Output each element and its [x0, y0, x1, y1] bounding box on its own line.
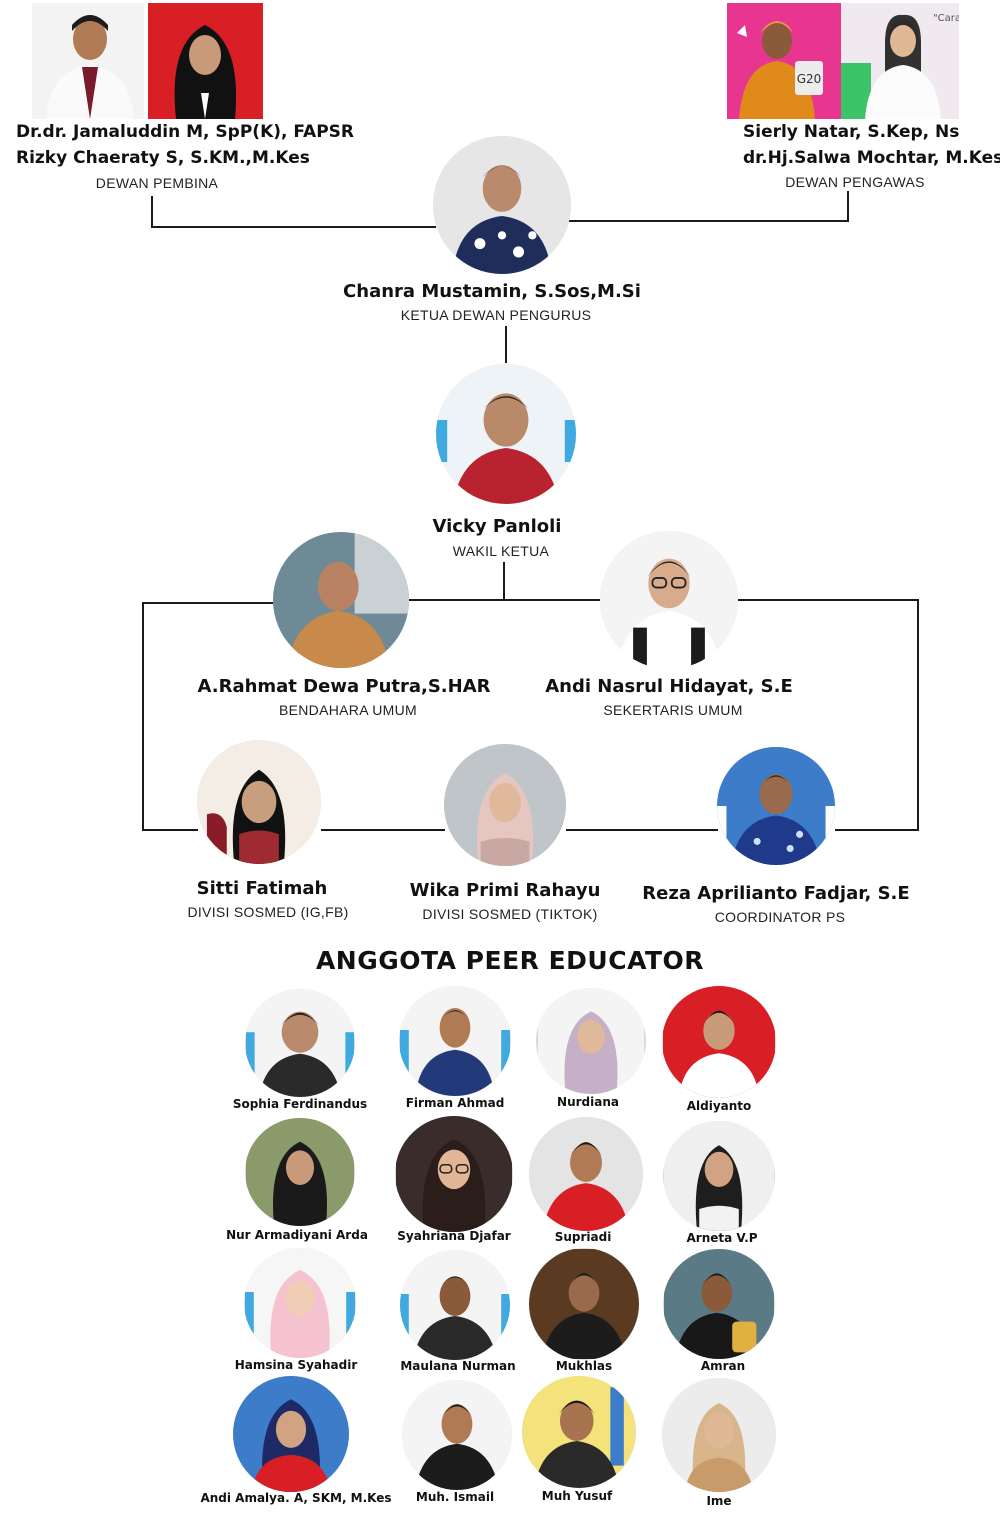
member-photo — [245, 989, 355, 1097]
ketua-photo — [433, 136, 571, 274]
member-photo — [529, 1248, 639, 1360]
member-name: Sophia Ferdinandus — [232, 1097, 368, 1111]
member-name: Muh Yusuf — [541, 1489, 613, 1503]
connector-bottom-horizontal-mid — [321, 829, 445, 831]
member-name: Mukhlas — [555, 1359, 613, 1373]
divisi-name-3: Reza Aprilianto Fadjar, S.E — [642, 883, 910, 904]
member-photo — [662, 1378, 776, 1492]
divisi-name-1: Sitti Fatimah — [196, 878, 328, 899]
sekretaris-role: SEKERTARIS UMUM — [603, 702, 743, 718]
divisi-photo-1 — [197, 740, 321, 864]
connector-bottom-horizontal-right — [835, 829, 919, 831]
connector-pembina-horizontal — [151, 226, 436, 228]
pengawas-name-1: Sierly Natar, S.Kep, Ns — [743, 122, 960, 142]
connector-pembina-vertical — [151, 196, 153, 228]
connector-right-vertical — [917, 599, 919, 831]
divisi-name-2: Wika Primi Rahayu — [409, 880, 601, 901]
connector-left-vertical — [142, 602, 144, 831]
member-name: Firman Ahmad — [405, 1096, 505, 1110]
divisi-role-3: COORDINATOR PS — [714, 909, 846, 925]
member-name: Hamsina Syahadir — [234, 1358, 358, 1372]
pengawas-photo-2: "Cara — [841, 3, 959, 119]
divisi-photo-2 — [444, 744, 566, 866]
member-photo — [402, 1380, 512, 1490]
pengawas-photo-1: G20 — [727, 3, 841, 119]
connector-pengawas-horizontal — [567, 220, 849, 222]
pembina-name-2: Rizky Chaeraty S, S.KM.,M.Kes — [16, 148, 310, 168]
member-photo — [662, 986, 776, 1098]
member-name: Amran — [700, 1359, 746, 1373]
wakil-photo — [436, 364, 576, 504]
member-photo — [536, 988, 646, 1094]
member-photo — [663, 1249, 775, 1359]
wakil-name: Vicky Panloli — [432, 516, 562, 537]
pembina-role: DEWAN PEMBINA — [95, 175, 219, 191]
member-photo — [395, 1116, 513, 1232]
pembina-name-1: Dr.dr. Jamaluddin M, SpP(K), FAPSR — [16, 122, 354, 142]
connector-pengawas-vertical — [847, 191, 849, 222]
connector-bottom-horizontal-left — [142, 829, 198, 831]
pengawas-photo-text-g20: G20 — [797, 72, 822, 86]
sekretaris-photo — [600, 531, 738, 669]
wakil-role: WAKIL KETUA — [452, 543, 550, 559]
member-name: Supriadi — [554, 1230, 612, 1244]
connector-wakil-down — [503, 562, 505, 600]
member-name: Maulana Nurman — [400, 1359, 516, 1373]
bendahara-name: A.Rahmat Dewa Putra,S.HAR — [197, 676, 491, 697]
connector-top-horizontal-right — [738, 599, 919, 601]
connector-top-horizontal-left — [142, 602, 275, 604]
member-name: Muh. Ismail — [415, 1490, 495, 1504]
ketua-role: KETUA DEWAN PENGURUS — [400, 307, 592, 323]
divisi-photo-3 — [717, 747, 835, 865]
member-photo — [529, 1117, 643, 1231]
member-photo — [399, 986, 511, 1096]
member-photo — [663, 1121, 775, 1231]
member-photo — [245, 1118, 355, 1226]
pengawas-name-2: dr.Hj.Salwa Mochtar, M.Kes — [743, 148, 1000, 168]
member-name: Nurdiana — [557, 1095, 619, 1109]
member-name: Ime — [706, 1494, 732, 1508]
pembina-photo-2 — [148, 3, 263, 119]
connector-ketua-wakil — [505, 326, 507, 363]
pengawas-role: DEWAN PENGAWAS — [785, 174, 925, 190]
member-photo — [522, 1376, 636, 1488]
pengawas-photo-text-cara: "Cara — [933, 13, 959, 24]
members-title: ANGGOTA PEER EDUCATOR — [315, 946, 705, 975]
divisi-role-1: DIVISI SOSMED (IG,FB) — [187, 904, 349, 920]
member-photo — [400, 1250, 510, 1360]
member-name: Aldiyanto — [686, 1099, 752, 1113]
pembina-photo-1 — [32, 3, 144, 119]
ketua-name: Chanra Mustamin, S.Sos,M.Si — [343, 281, 641, 302]
member-name: Nur Armadiyani Arda — [226, 1228, 368, 1242]
connector-top-horizontal-mid — [408, 599, 601, 601]
member-photo — [233, 1376, 349, 1492]
connector-bottom-horizontal-mid2 — [566, 829, 718, 831]
bendahara-role: BENDAHARA UMUM — [279, 702, 417, 718]
member-name: Andi Amalya. A, SKM, M.Kes — [200, 1491, 392, 1505]
sekretaris-name: Andi Nasrul Hidayat, S.E — [545, 676, 793, 697]
member-photo — [244, 1248, 356, 1358]
bendahara-photo — [273, 532, 409, 668]
divisi-role-2: DIVISI SOSMED (TIKTOK) — [422, 906, 598, 922]
member-name: Syahriana Djafar — [397, 1229, 511, 1243]
member-name: Arneta V.P — [686, 1231, 758, 1245]
